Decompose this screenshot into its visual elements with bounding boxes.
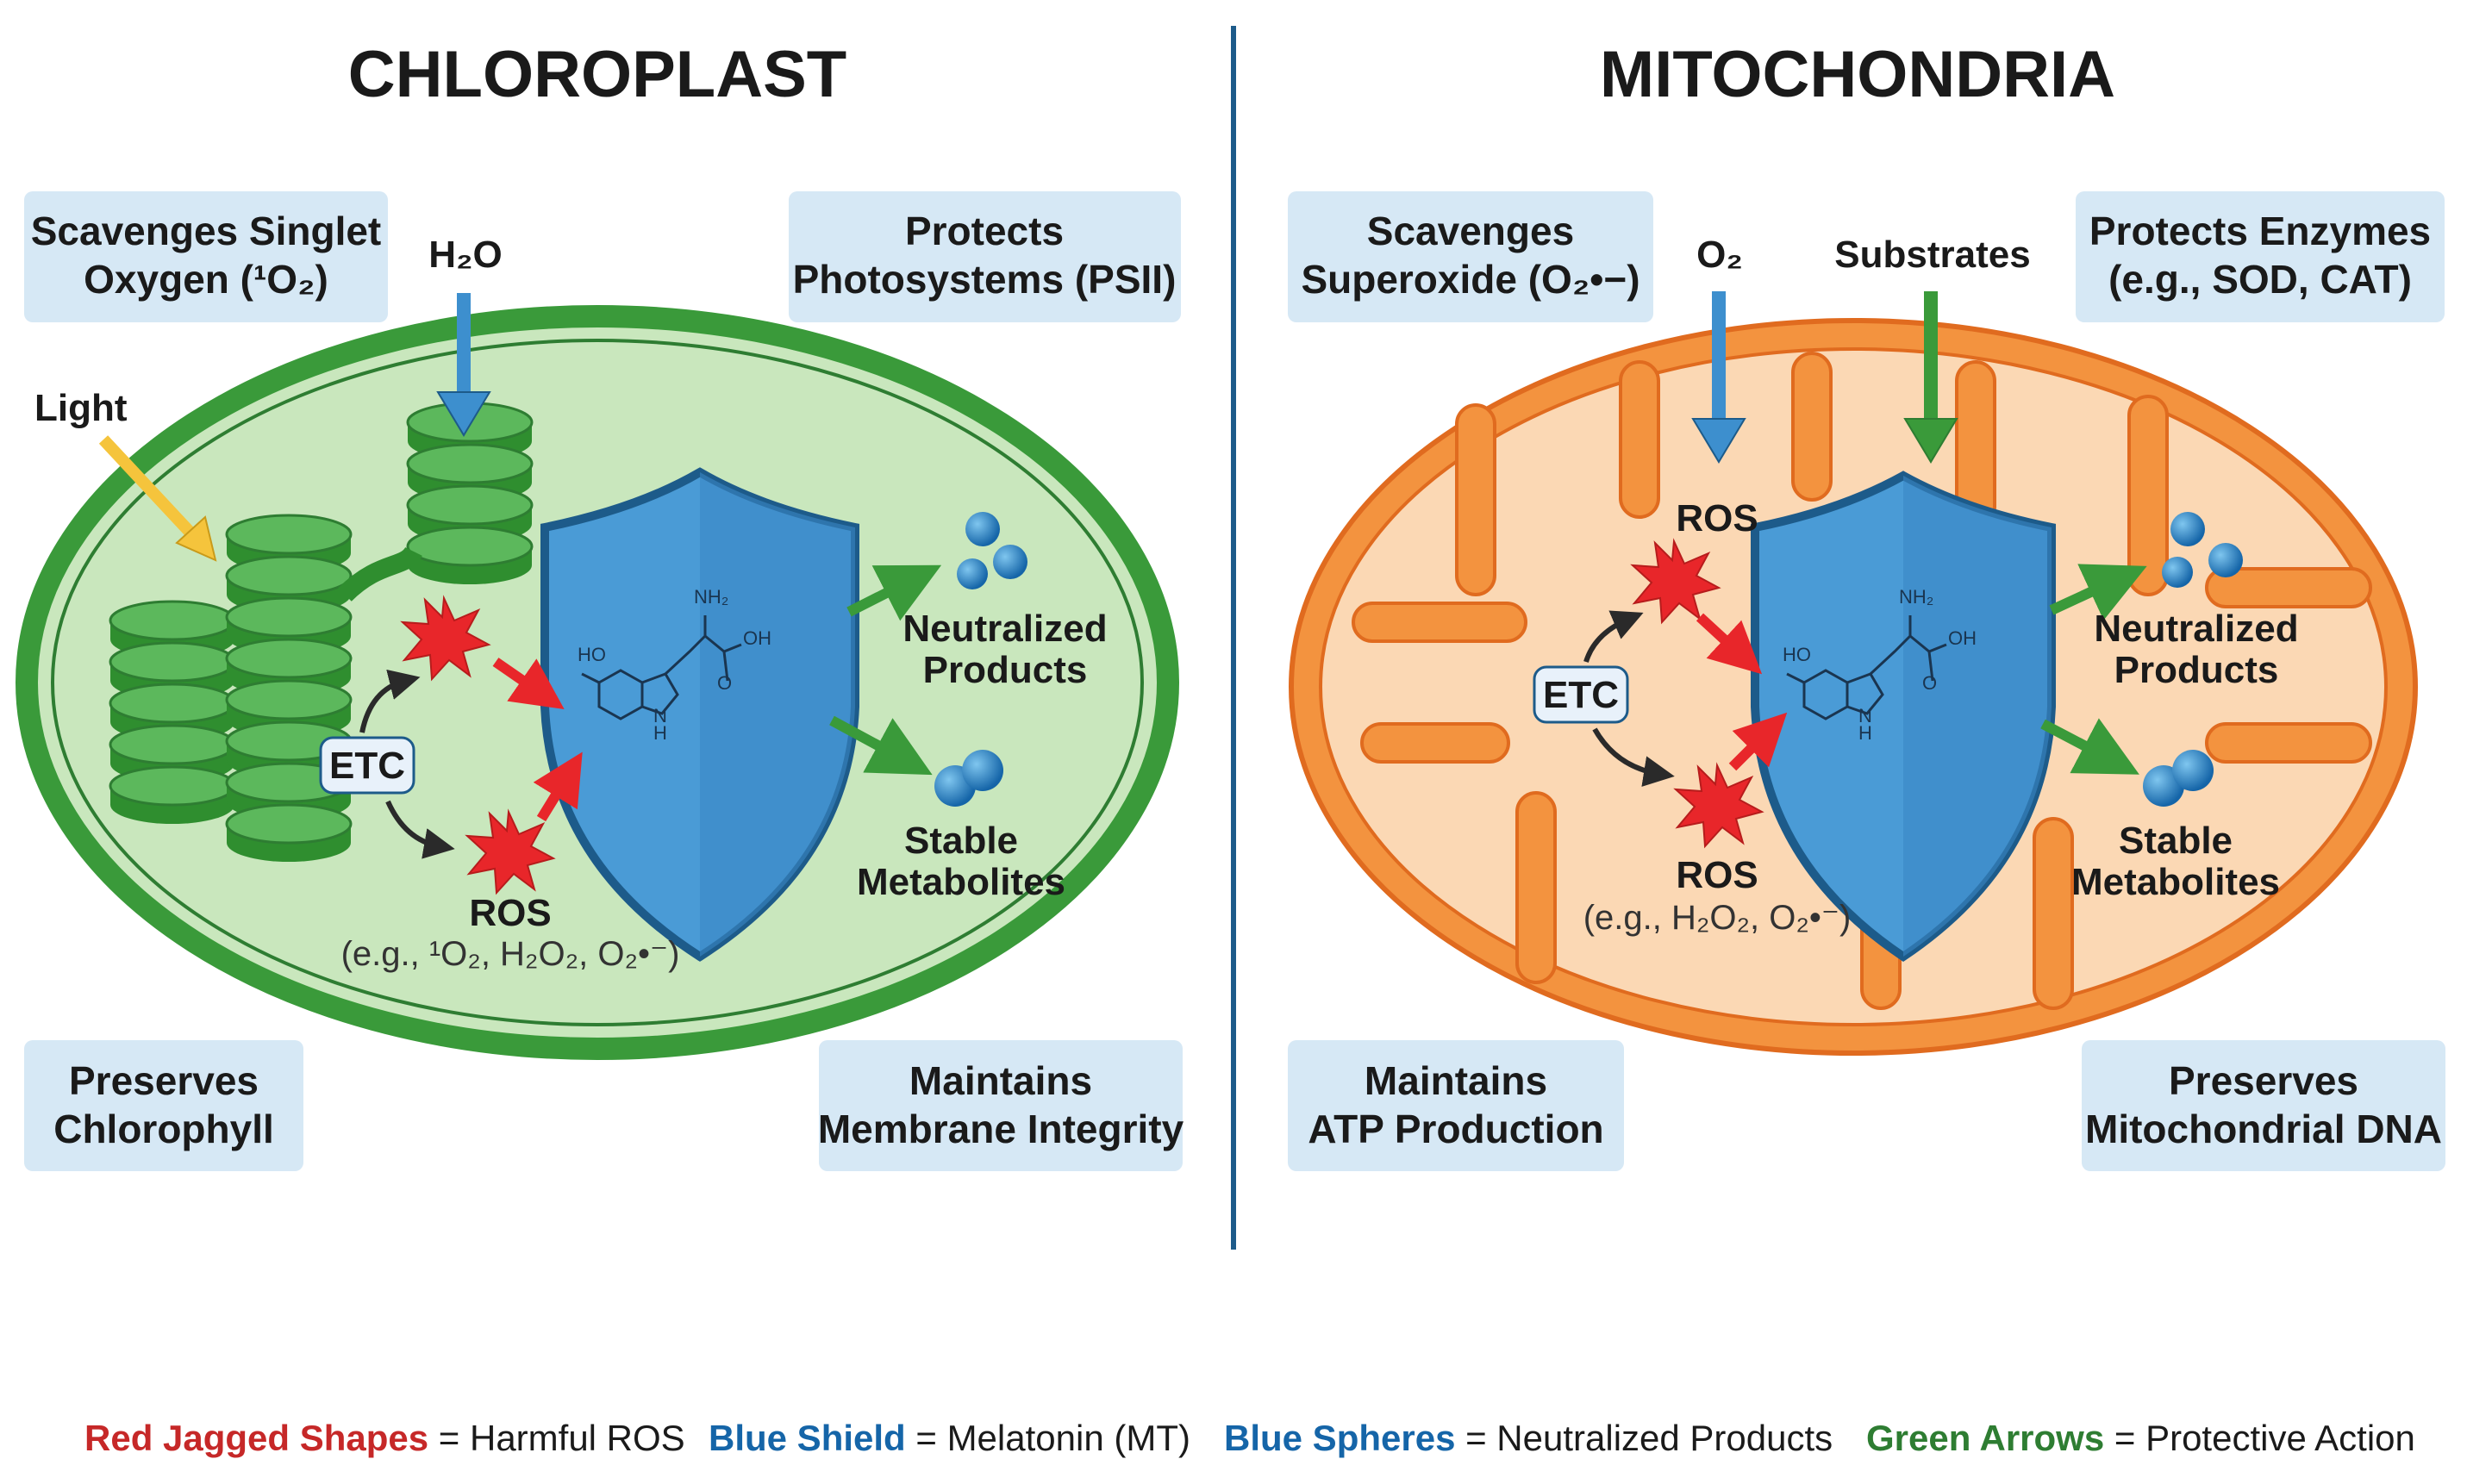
molecule-n-label: N <box>653 705 667 726</box>
legend-item-arrows: Green Arrows = Protective Action <box>1866 1418 2415 1458</box>
ros-to-shield-arrow <box>1728 712 1788 771</box>
box-text: Mitochondrial DNA <box>2085 1107 2442 1151</box>
mitochondria-neutralized-line1: Neutralized <box>2094 608 2298 650</box>
chloroplast-box-bottom-right <box>819 1040 1183 1171</box>
legend-item-shield: Blue Shield = Melatonin (MT) <box>709 1418 1190 1458</box>
chloroplast-etc-label: ETC <box>329 745 405 787</box>
protective-arrow <box>2049 564 2147 620</box>
neutralized-spheres <box>2162 512 2243 588</box>
protective-arrow <box>829 715 933 776</box>
h2o-label: H₂O <box>428 234 503 276</box>
substrates-arrowhead <box>1903 418 1958 464</box>
molecule-ho-label: HO <box>1783 644 1811 665</box>
chloroplast-stable-line2: Metabolites <box>857 861 1065 903</box>
stable-spheres <box>2143 750 2214 807</box>
mitochondria-box-top-right <box>2076 191 2445 322</box>
mitochondria-box-bottom-right <box>2082 1040 2445 1171</box>
mitochondria-box-top-left <box>1288 191 1653 322</box>
box-text: Preserves <box>2169 1058 2358 1103</box>
legend-item-ros: Red Jagged Shapes = Harmful ROS <box>84 1418 685 1458</box>
molecule-oh-label: OH <box>1948 627 1977 649</box>
box-text: Superoxide (O₂•−) <box>1301 257 1639 302</box>
mitochondria-stable-line2: Metabolites <box>2071 861 2280 903</box>
molecule-h-label: H <box>653 722 667 744</box>
molecule-ho-label: HO <box>578 644 606 665</box>
stable-spheres <box>934 750 1003 807</box>
ros-to-shield-arrow <box>533 751 583 822</box>
light-label: Light <box>34 387 128 429</box>
mitochondria-ros-label: ROS <box>1676 854 1758 896</box>
mitochondria-ros-top-label: ROS <box>1676 497 1758 539</box>
box-text: Scavenges <box>1367 209 1574 253</box>
box-text: Protects <box>905 209 1064 253</box>
chloroplast-etc-box <box>319 736 415 795</box>
protective-arrow <box>2040 718 2139 775</box>
chloroplast-stable-line1: Stable <box>904 820 1018 862</box>
box-text: Maintains <box>1365 1058 1547 1103</box>
molecule-nh2-label: NH₂ <box>694 586 728 608</box>
molecule-nh2-label: NH₂ <box>1899 586 1933 608</box>
h2o-arrow-shaft <box>457 293 471 396</box>
neutralized-spheres <box>957 512 1027 589</box>
box-text: Protects Enzymes <box>2089 209 2431 253</box>
substrates-label: Substrates <box>1834 234 2030 276</box>
box-text: Photosystems (PSII) <box>793 257 1177 302</box>
legend-item-spheres: Blue Spheres = Neutralized Products <box>1224 1418 1833 1458</box>
o2-arrow-shaft <box>1712 291 1726 421</box>
chloroplast-title: CHLOROPLAST <box>348 38 846 111</box>
substrates-arrow-shaft <box>1924 291 1938 421</box>
chloroplast-neutralized-line2: Products <box>923 649 1088 691</box>
molecule-o-label: O <box>717 672 732 694</box>
o2-arrowhead <box>1691 418 1746 464</box>
chloroplast-box-bottom-left <box>24 1040 303 1171</box>
box-text: Preserves <box>69 1058 259 1103</box>
mitochondria-etc-label: ETC <box>1543 674 1619 716</box>
o2-label: O₂ <box>1696 234 1743 276</box>
chloroplast-box-top-left <box>24 191 388 322</box>
h2o-arrowhead <box>436 391 491 437</box>
box-text: Chlorophyll <box>53 1107 274 1151</box>
box-text: ATP Production <box>1308 1107 1603 1151</box>
box-text: Membrane Integrity <box>818 1107 1184 1151</box>
chloroplast-ros-label: ROS <box>469 892 551 934</box>
light-arrowhead <box>175 515 217 562</box>
box-text: Maintains <box>909 1058 1092 1103</box>
light-arrow <box>98 435 205 547</box>
thylakoid-stacks <box>109 402 534 864</box>
legend: Red Jagged Shapes = Harmful ROS Blue Shi… <box>84 1418 2415 1458</box>
box-text: Oxygen (¹O₂) <box>84 257 328 302</box>
chloroplast-box-top-right <box>789 191 1181 322</box>
molecule-h-label: H <box>1858 722 1872 744</box>
mitochondria-box-bottom-left <box>1288 1040 1624 1171</box>
chloroplast-ros-examples: (e.g., ¹O₂, H₂O₂, O₂•⁻) <box>341 935 680 973</box>
box-text: (e.g., SOD, CAT) <box>2108 257 2412 302</box>
mitochondria-stable-line1: Stable <box>2119 820 2233 862</box>
molecule-oh-label: OH <box>743 627 771 649</box>
ros-to-shield-arrow <box>492 658 565 710</box>
mitochondria-title: MITOCHONDRIA <box>1600 38 2115 111</box>
molecule-o-label: O <box>1922 672 1937 694</box>
box-text: Scavenges Singlet <box>31 209 382 253</box>
molecule-n-label: N <box>1858 705 1872 726</box>
mitochondria-ros-examples: (e.g., H₂O₂, O₂•⁻) <box>1583 899 1852 937</box>
chloroplast-neutralized-line1: Neutralized <box>902 608 1107 650</box>
ros-to-shield-arrow <box>1696 613 1763 675</box>
mitochondria-neutralized-line2: Products <box>2114 649 2279 691</box>
mitochondria-etc-box <box>1533 665 1629 724</box>
protective-arrow <box>846 564 942 621</box>
chloroplast-inner-membrane <box>51 339 1144 1026</box>
